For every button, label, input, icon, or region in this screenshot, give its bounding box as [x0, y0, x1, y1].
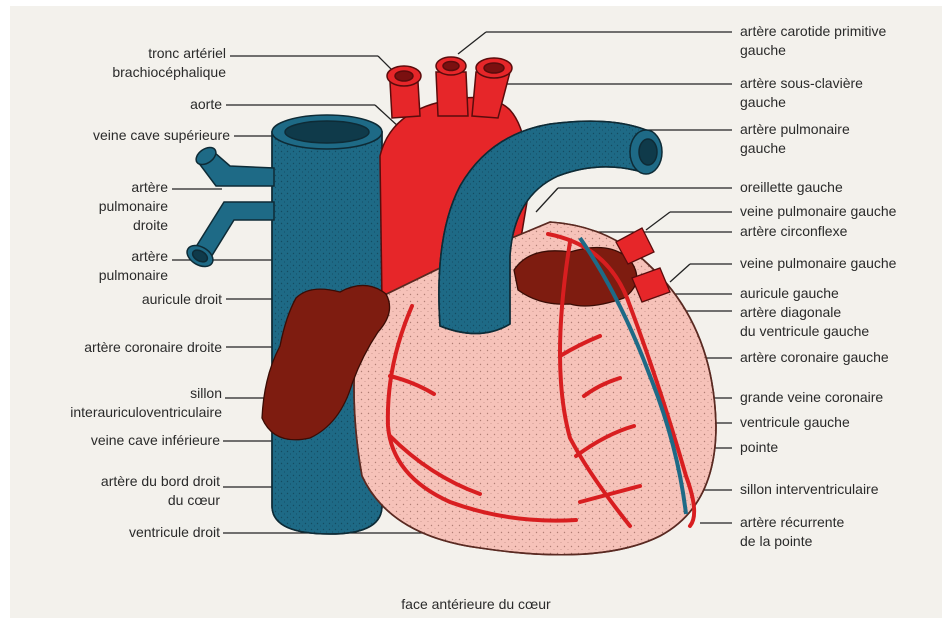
label-artere-coronaire-droite: artère coronaire droite: [84, 338, 222, 357]
label-ventricule-gauche: ventricule gauche: [740, 413, 850, 432]
label-grande-veine-coronaire: grande veine coronaire: [740, 388, 883, 407]
leader-oreillette-b: [536, 188, 558, 212]
leader-carotide-b: [458, 32, 486, 54]
label-auricule-droit: auricule droit: [142, 290, 222, 309]
label-veine-pulmonaire-gauche-1: veine pulmonaire gauche: [740, 202, 896, 221]
label-oreillette-gauche: oreillette gauche: [740, 178, 843, 197]
label-veine-cave-superieure: veine cave supérieure: [93, 126, 230, 145]
leader-vpg1-b: [646, 212, 670, 230]
right-pulmonary-artery: [183, 144, 274, 271]
leader-vpg2-b: [670, 264, 690, 282]
label-veine-pulmonaire-gauche-2: veine pulmonaire gauche: [740, 254, 896, 273]
figure-caption: face antérieure du cœur: [10, 596, 942, 612]
label-aorte: aorte: [190, 95, 222, 114]
label-artere-coronaire-gauche: artère coronaire gauche: [740, 348, 889, 367]
label-sillon-interventriculaire: sillon interventriculaire: [740, 480, 879, 499]
label-auricule-gauche: auricule gauche: [740, 284, 839, 303]
label-veine-cave-inferieure: veine cave inférieure: [91, 431, 220, 450]
label-ventricule-droit: ventricule droit: [129, 523, 220, 542]
left-auricle: [514, 248, 637, 307]
label-pointe: pointe: [740, 438, 778, 457]
label-artere-circonflexe: artère circonflexe: [740, 222, 847, 241]
